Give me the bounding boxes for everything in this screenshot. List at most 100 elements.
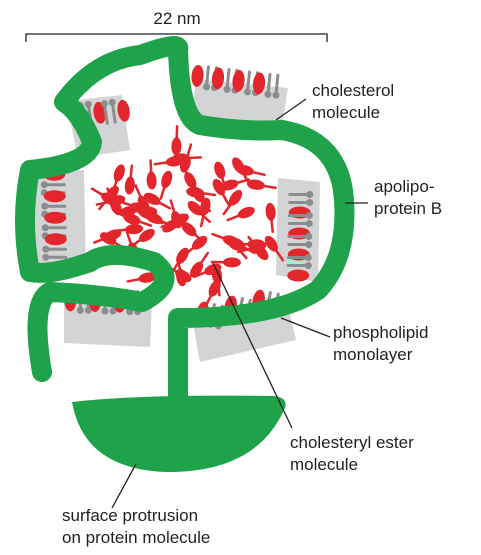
- lipid-tail: [103, 102, 117, 125]
- ester-head: [186, 187, 205, 198]
- lipid-head: [223, 85, 231, 93]
- lipid-tail: [286, 256, 308, 267]
- ester-head: [265, 202, 276, 221]
- ester-tail: [201, 199, 212, 213]
- cholesteryl-ester-molecule: [153, 156, 184, 167]
- cholesterol-molecule: [44, 233, 67, 246]
- lipid-head: [305, 212, 313, 219]
- ester-head: [232, 157, 245, 174]
- phospholipid-molecule: [100, 98, 130, 125]
- ester-tail: [226, 214, 241, 222]
- ester-tail: [93, 236, 107, 244]
- lipid-head: [243, 88, 251, 96]
- ester-tail: [193, 271, 207, 279]
- ester-tail: [176, 256, 182, 271]
- lipid-head: [202, 83, 210, 91]
- ester-head: [107, 195, 126, 206]
- ester-tail: [241, 171, 250, 184]
- cholesterol-molecule: [43, 190, 66, 203]
- surface-protrusion: [72, 395, 286, 472]
- ester-tail: [125, 230, 133, 245]
- ester-head: [143, 192, 161, 206]
- ester-tail: [126, 277, 141, 283]
- cholesteryl-ester-molecule: [171, 125, 182, 156]
- lipid-head: [42, 253, 50, 261]
- ester-tail: [153, 161, 168, 166]
- ester-head: [264, 235, 278, 252]
- ester-head: [125, 224, 144, 235]
- ester-head: [145, 212, 163, 224]
- ester-head: [214, 161, 226, 179]
- cholesteryl-ester-molecule: [111, 164, 125, 194]
- cholesterol-molecule: [44, 211, 67, 224]
- cholesteryl-ester-molecule: [210, 257, 241, 268]
- cholesteryl-ester-molecule: [93, 229, 122, 244]
- ester-head: [176, 247, 189, 264]
- lipid-head: [108, 98, 116, 106]
- ester-head: [246, 179, 265, 190]
- surface-protrusion-leader: [111, 463, 137, 509]
- ester-tail: [138, 220, 153, 227]
- scale-bar: 22 nm: [25, 9, 328, 42]
- ester-tail: [159, 185, 166, 200]
- cholesterol-molecule: [232, 69, 245, 92]
- ester-tail: [95, 200, 110, 206]
- ester-head: [138, 228, 155, 242]
- lipid-tail: [46, 247, 68, 259]
- phospholipid-leader: [280, 317, 331, 338]
- ester-head: [171, 137, 182, 156]
- ester-head: [184, 172, 197, 189]
- ester-tail: [221, 192, 230, 206]
- cholesteryl-ester-molecule: [264, 235, 285, 262]
- ester-tail: [199, 212, 211, 224]
- ester-head: [146, 171, 157, 190]
- ester-tail: [211, 232, 226, 240]
- ester-head: [171, 210, 183, 229]
- apolipoprotein-b-ribbon: [15, 36, 355, 405]
- leader-lines: [111, 98, 368, 509]
- ester-head: [181, 222, 197, 237]
- lipid-head: [41, 224, 49, 232]
- ester-tail: [182, 246, 195, 257]
- ester-tail: [220, 176, 228, 191]
- ester-head: [187, 201, 203, 216]
- ester-head: [161, 170, 173, 189]
- lipid-head: [305, 233, 313, 240]
- cholesteryl-ester-core: [90, 125, 285, 308]
- lipid-head: [100, 100, 108, 108]
- ester-tail: [222, 203, 233, 216]
- cholesteryl-ester-molecule: [187, 201, 211, 224]
- lipid-head: [306, 199, 314, 206]
- lipid-tail: [288, 193, 310, 204]
- lipid-head: [84, 100, 92, 108]
- ester-head: [124, 176, 135, 195]
- ester-head: [237, 206, 255, 219]
- lipid-head: [304, 254, 312, 261]
- lipid-head: [109, 307, 117, 315]
- cholesteryl-ester-molecule: [214, 161, 228, 191]
- ester-tail: [262, 184, 277, 190]
- cholesterol-molecule: [191, 64, 204, 87]
- cholesterol-molecule: [252, 72, 266, 95]
- ester-head: [104, 229, 122, 241]
- ester-tail: [129, 164, 134, 179]
- cholesteryl-ester-molecule: [126, 272, 157, 283]
- cholesteryl-ester-molecule: [95, 195, 126, 206]
- cholesteryl-ester-molecule: [226, 206, 255, 222]
- lipid-tail: [287, 235, 309, 246]
- cholesterol-molecule: [287, 269, 310, 282]
- ester-tail: [237, 247, 252, 254]
- lipid-tail: [287, 214, 309, 225]
- cholesteryl-ester-molecule: [176, 256, 187, 287]
- lipid-head: [264, 90, 272, 98]
- ester-tail: [158, 201, 172, 210]
- ester-tail: [270, 218, 274, 233]
- phospholipid-molecule: [42, 233, 68, 261]
- cholesteryl-ester-molecule: [265, 202, 276, 233]
- phospholipid-label: phospholipid monolayer: [333, 323, 433, 364]
- ester-tail: [149, 159, 153, 174]
- phospholipid-molecule: [252, 72, 280, 99]
- lipid-head: [41, 202, 49, 210]
- cholesteryl-ester-molecule: [222, 189, 243, 216]
